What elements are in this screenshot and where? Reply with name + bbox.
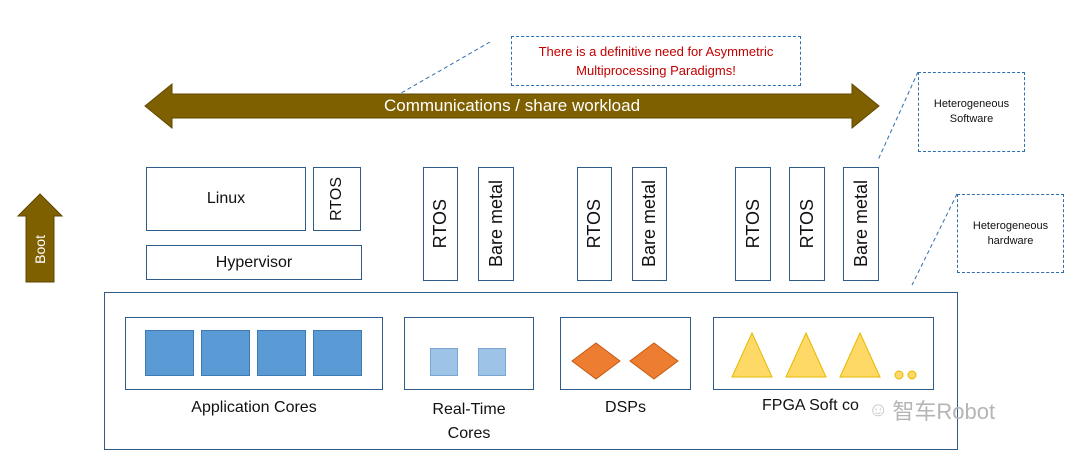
fpga-dot-1 [894, 370, 904, 380]
communications-label: Communications / share workload [383, 96, 641, 115]
watermark: ☺ 智车Robot [868, 395, 995, 425]
dsps-label: DSPs [605, 399, 646, 416]
heterogeneous-hardware-callout: Heterogeneous hardware [957, 194, 1064, 273]
rtos-box-fpga-1: RTOS [735, 167, 771, 281]
rt-core-1 [430, 348, 458, 376]
rtos-box-app: RTOS [313, 167, 361, 231]
bare-metal-box-fpga: Bare metal [843, 167, 879, 281]
app-core-1 [145, 330, 194, 376]
linux-label: Linux [206, 190, 246, 207]
dsp-diamond-1 [571, 342, 621, 380]
fpga-triangle-1 [731, 331, 773, 378]
heterogeneous-software-callout: Heterogeneous Software [918, 72, 1025, 152]
real-time-cores-box [404, 317, 534, 390]
hypervisor-box: Hypervisor [146, 245, 362, 280]
asymmetric-callout: There is a definitive need for Asymmetri… [511, 36, 801, 86]
asymmetric-callout-text: There is a definitive need for Asymmetri… [538, 44, 774, 78]
rt-core-2 [478, 348, 506, 376]
heterogeneous-software-text: Heterogeneous Software [933, 98, 1010, 125]
app-core-3 [257, 330, 306, 376]
hypervisor-label: Hypervisor [215, 253, 293, 271]
fpga-triangle-3 [839, 331, 881, 378]
rtos-box-rt: RTOS [423, 167, 458, 281]
application-cores-label: Application Cores [191, 399, 317, 416]
bare-metal-box-dsp: Bare metal [632, 167, 667, 281]
dsp-diamond-2 [629, 342, 679, 380]
rtos-box-fpga-2: RTOS [789, 167, 825, 281]
wechat-icon: ☺ [868, 398, 889, 421]
fpga-label: FPGA Soft co [762, 397, 859, 414]
rtos-box-dsp: RTOS [577, 167, 612, 281]
fpga-triangle-2 [785, 331, 827, 378]
watermark-text: 智车Robot [892, 399, 996, 424]
fpga-dot-2 [907, 370, 917, 380]
linux-box: Linux [146, 167, 306, 231]
bare-metal-box-rt: Bare metal [478, 167, 514, 281]
real-time-cores-label: Real-Time Cores [432, 401, 506, 442]
app-core-4 [313, 330, 362, 376]
heterogeneous-hardware-text: Heterogeneous hardware [972, 219, 1049, 247]
app-core-2 [201, 330, 250, 376]
